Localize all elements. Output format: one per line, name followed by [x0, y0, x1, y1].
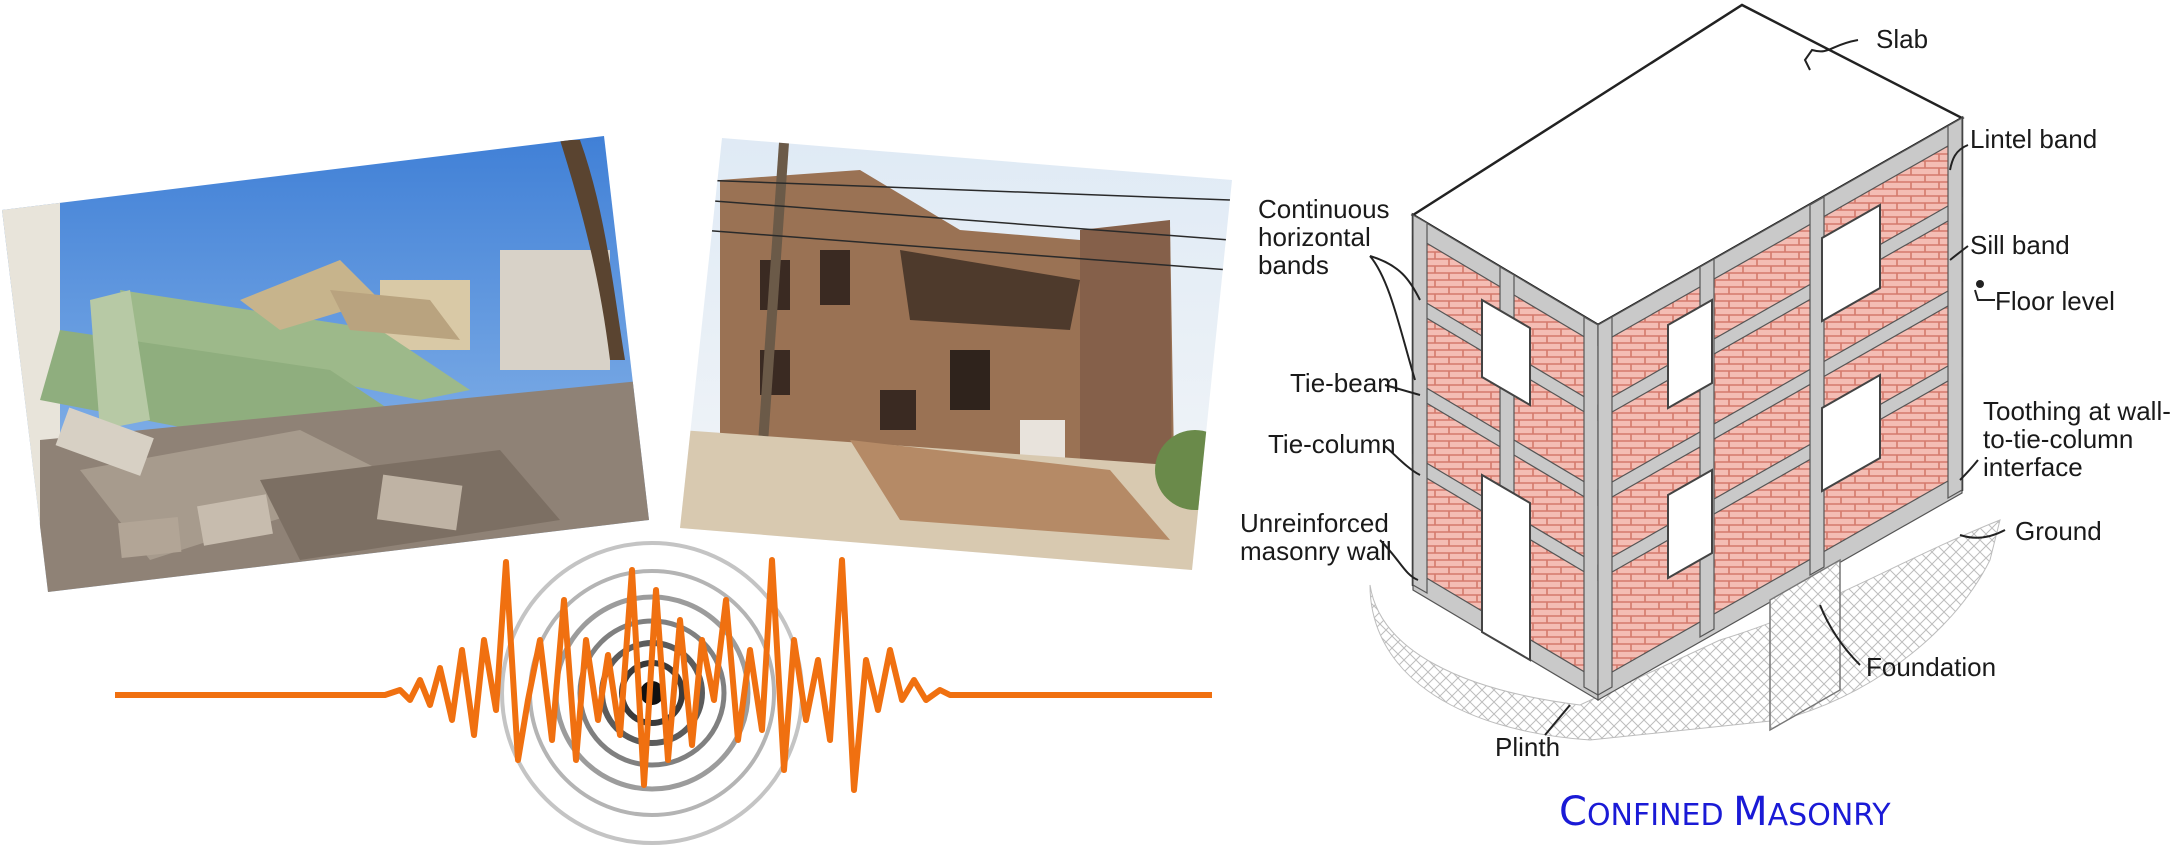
label-ground: Ground: [2015, 516, 2102, 546]
label-foundation: Foundation: [1866, 652, 1996, 682]
confined-masonry-diagram: Slab Lintel band Continuous horizontal b…: [1240, 3, 2171, 835]
label-tie-beam: Tie-beam: [1290, 368, 1399, 398]
right-window-lower-1: [1667, 468, 1713, 580]
right-window-upper-2: [1821, 203, 1881, 323]
label-tie-column: Tie-column: [1268, 429, 1396, 459]
label-continuous-bands-1: Continuous: [1258, 194, 1390, 224]
left-face-tie-columns: [1412, 213, 1599, 697]
left-door: [1481, 473, 1531, 662]
label-plinth: Plinth: [1495, 732, 1560, 762]
label-toothing-3: interface: [1983, 452, 2083, 482]
seismic-wave-graphic: [115, 541, 1212, 845]
label-unreinforced-2: masonry wall: [1240, 536, 1392, 566]
damaged-brick-building-photo: [680, 138, 1232, 570]
right-window-lower-2: [1821, 373, 1881, 493]
label-sill-band: Sill band: [1970, 230, 2070, 260]
ground-area: [1369, 519, 2001, 741]
label-toothing-2: to-tie-column: [1983, 424, 2133, 454]
label-floor-level: Floor level: [1995, 286, 2115, 316]
diagram-caption: CONFINED MASONRY: [1559, 789, 1891, 835]
label-slab: Slab: [1876, 24, 1928, 54]
right-window-upper-1: [1667, 298, 1713, 410]
foundation: [1769, 558, 1841, 732]
collapsed-building-photo: [2, 136, 649, 592]
label-continuous-bands-2: horizontal: [1258, 222, 1371, 252]
seismogram-line: [115, 557, 1212, 793]
label-lintel-band: Lintel band: [1970, 124, 2097, 154]
label-continuous-bands-3: bands: [1258, 250, 1329, 280]
left-window: [1481, 298, 1531, 407]
floor-level-marker: [1976, 280, 1984, 288]
label-toothing-1: Toothing at wall-: [1983, 396, 2171, 426]
label-unreinforced-1: Unreinforced: [1240, 508, 1389, 538]
leader-lines: [1369, 39, 2006, 736]
